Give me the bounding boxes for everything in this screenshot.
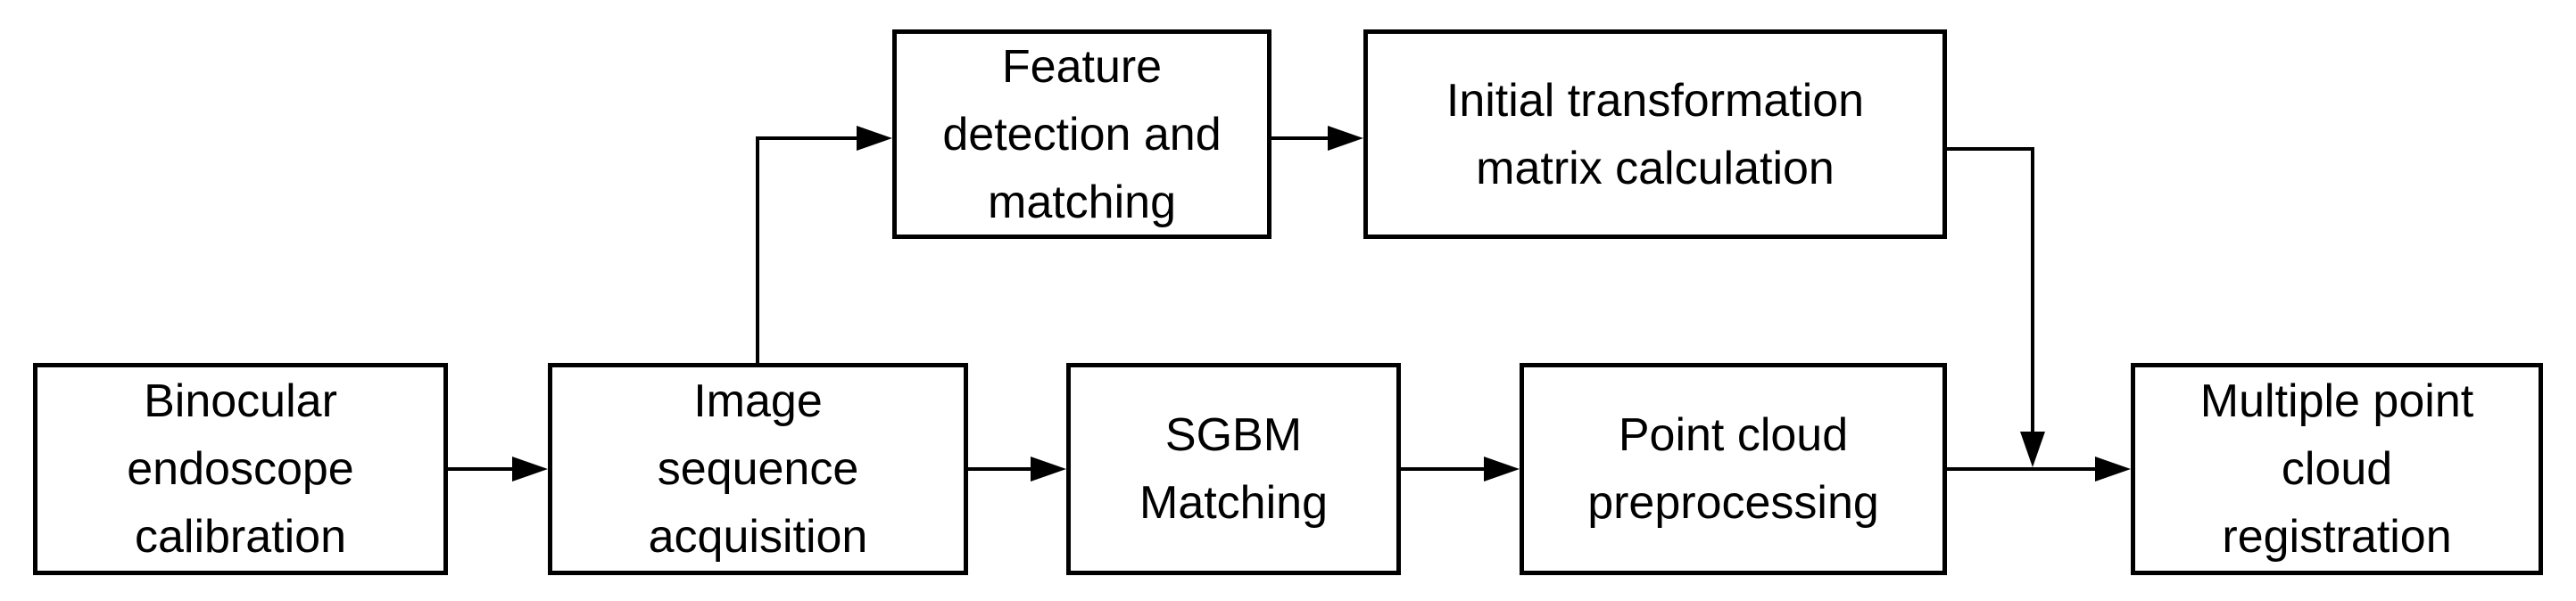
node-sgbm-matching: SGBM Matching	[1066, 363, 1401, 575]
node-image-sequence-acquisition: Image sequence acquisition	[548, 363, 968, 575]
node-text-line: Point cloud	[1618, 409, 1849, 461]
arrowhead-into-feature	[857, 126, 892, 151]
node-text-line: sequence	[657, 443, 859, 495]
arrowhead-down-into-main-flow	[2020, 432, 2045, 467]
arrowhead-into-pointcloud	[1484, 457, 1520, 482]
node-text-line: preprocessing	[1587, 477, 1879, 529]
node-text-line: cloud	[2281, 443, 2393, 495]
node-text-line: matrix calculation	[1476, 142, 1835, 194]
arrowhead-into-multiple	[2095, 457, 2131, 482]
node-text-line: Binocular	[144, 375, 337, 427]
node-multiple-point-cloud-registration: Multiple point cloud registration	[2131, 363, 2543, 575]
node-text-line: Initial transformation	[1445, 74, 1865, 127]
node-text-line: acquisition	[648, 511, 868, 563]
edge-image-to-feature	[756, 136, 862, 363]
node-text-line: endoscope	[127, 443, 354, 495]
node-text-line: Matching	[1139, 477, 1328, 529]
node-initial-transformation-matrix-calculation: Initial transformation matrix calculatio…	[1363, 29, 1947, 239]
node-text-line: calibration	[134, 511, 347, 563]
node-text-line: SGBM	[1164, 409, 1303, 461]
edge-initial-to-main-flow	[1947, 147, 2034, 439]
node-text-line: Feature	[1001, 40, 1163, 93]
node-feature-detection-and-matching: Feature detection and matching	[892, 29, 1271, 239]
node-text-line: Image	[693, 375, 823, 427]
arrowhead-into-initial	[1328, 126, 1363, 151]
node-text-line: matching	[988, 176, 1176, 228]
node-binocular-endoscope-calibration: Binocular endoscope calibration	[33, 363, 448, 575]
node-point-cloud-preprocessing: Point cloud preprocessing	[1520, 363, 1947, 575]
arrowhead-into-image	[512, 457, 548, 482]
arrowhead-into-sgbm	[1031, 457, 1066, 482]
node-text-line: detection and	[942, 108, 1222, 161]
node-text-line: registration	[2222, 511, 2452, 563]
node-text-line: Multiple point	[2199, 375, 2474, 427]
